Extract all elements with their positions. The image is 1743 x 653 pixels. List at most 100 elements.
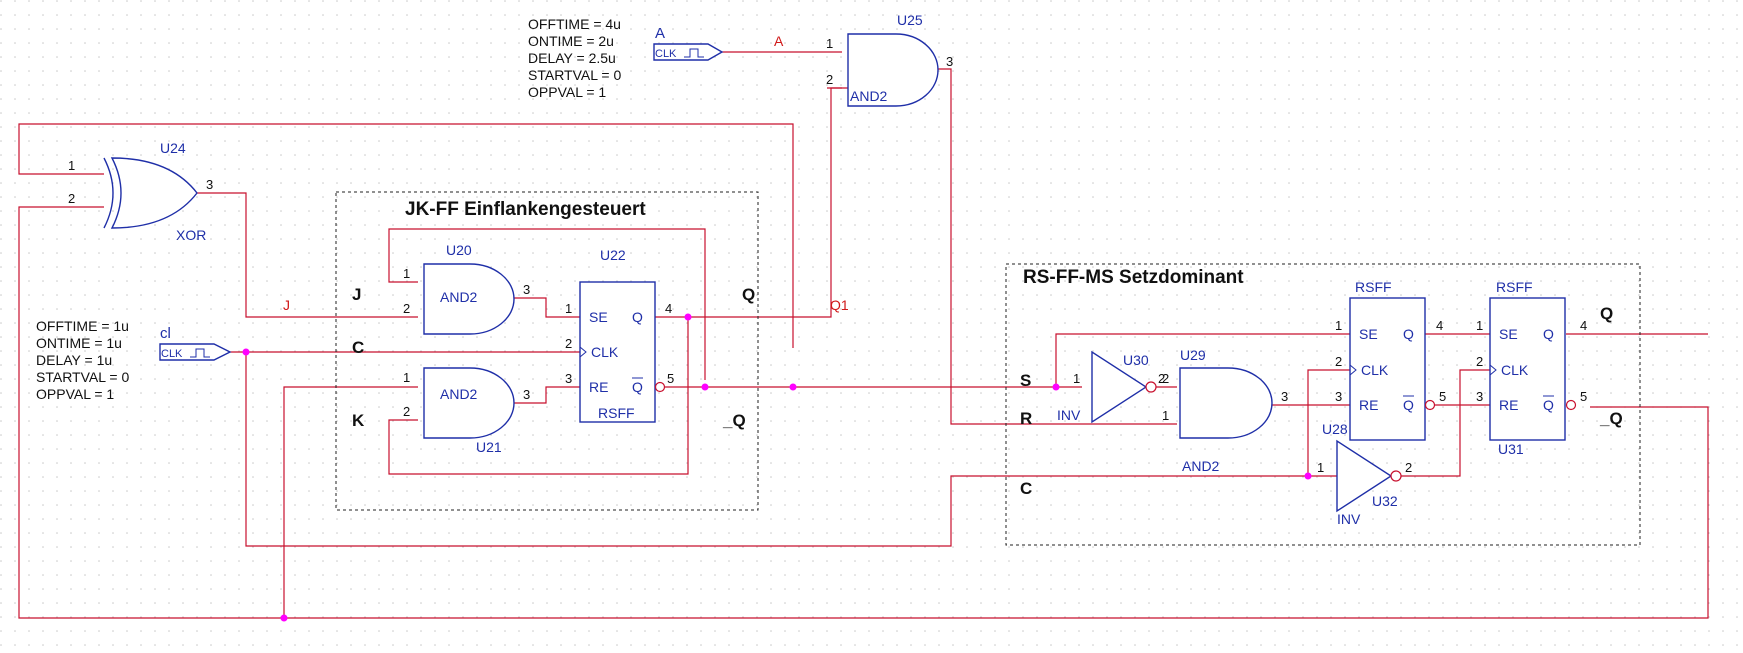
stimulus-cl-param: DELAY = 1u bbox=[36, 352, 112, 368]
port-q2: Q bbox=[1600, 304, 1613, 323]
inverter-u30[interactable]: U30 INV 1 2 bbox=[1057, 350, 1165, 424]
u29-type: AND2 bbox=[1182, 458, 1220, 474]
wire-cl-to-c2 bbox=[245, 352, 1308, 547]
stimulus-cl-name: cl bbox=[160, 325, 171, 342]
u28-pin4: 4 bbox=[1436, 318, 1443, 333]
u24-xor-back bbox=[103, 157, 114, 229]
u22-pin4: 4 bbox=[665, 301, 672, 316]
u20-pin1: 1 bbox=[403, 266, 410, 281]
gate-u29[interactable]: U29 AND2 2 1 3 bbox=[1162, 347, 1288, 474]
flipflop-u28[interactable]: RSFF U28 SE CLK RE Q Q 1 2 3 4 5 bbox=[1322, 279, 1446, 441]
u31-re: RE bbox=[1499, 397, 1518, 413]
gate-u25[interactable]: U25 AND2 1 2 3 bbox=[826, 12, 953, 107]
u22-pin2: 2 bbox=[565, 336, 572, 351]
u28-qbar: Q bbox=[1403, 397, 1414, 413]
wire-u20-se bbox=[514, 297, 580, 318]
u31-pin3: 3 bbox=[1476, 389, 1483, 404]
stimulus-cl-param: OPPVAL = 1 bbox=[36, 386, 114, 402]
u20-and-body bbox=[423, 263, 515, 335]
stimulus-a-clk: CLK bbox=[655, 48, 677, 60]
wire-u32-u31clk bbox=[1398, 369, 1490, 477]
port-j: J bbox=[352, 285, 361, 304]
u30-type: INV bbox=[1057, 407, 1081, 423]
junction-dot bbox=[701, 383, 709, 391]
u28-body bbox=[1349, 297, 1426, 441]
stimulus-a-param: OPPVAL = 1 bbox=[528, 84, 606, 100]
flipflop-u22[interactable]: U22 RSFF SE CLK RE Q Q 1 2 3 4 5 bbox=[565, 247, 674, 423]
u29-pin2: 2 bbox=[1162, 371, 1169, 386]
u28-re: RE bbox=[1359, 397, 1378, 413]
jk-ff-frame bbox=[335, 191, 759, 511]
clock-edge-icon bbox=[1349, 364, 1357, 376]
stimulus-cl-param: OFFTIME = 1u bbox=[36, 318, 129, 334]
net-label-q1: Q1 bbox=[830, 297, 849, 313]
u24-pin2: 2 bbox=[68, 191, 75, 206]
u22-re: RE bbox=[589, 379, 608, 395]
u22-clk: CLK bbox=[591, 344, 619, 360]
stimulus-cl[interactable]: CLK cl bbox=[159, 325, 232, 361]
wire-s-u28se bbox=[1055, 333, 1350, 387]
wire-net-j bbox=[197, 192, 418, 318]
u25-pin2: 2 bbox=[826, 72, 833, 87]
u31-clk: CLK bbox=[1501, 362, 1529, 378]
u31-pin1: 1 bbox=[1476, 318, 1483, 333]
wire-c-u28clk bbox=[1307, 369, 1350, 476]
junction-dot bbox=[1052, 383, 1060, 391]
u31-pin5: 5 bbox=[1580, 389, 1587, 404]
u21-pin1: 1 bbox=[403, 370, 410, 385]
stimulus-cl-clk: CLK bbox=[161, 348, 183, 360]
u22-pin1: 1 bbox=[565, 301, 572, 316]
u20-ref: U20 bbox=[446, 242, 472, 258]
u28-ref: U28 bbox=[1322, 421, 1348, 437]
junction-dot bbox=[1304, 472, 1312, 480]
u29-pin1: 1 bbox=[1162, 408, 1169, 423]
u31-ref: U31 bbox=[1498, 441, 1524, 457]
stimulus-a-params: OFFTIME = 4u ONTIME = 2u DELAY = 2.5u ST… bbox=[528, 16, 621, 100]
u28-pin1: 1 bbox=[1335, 318, 1342, 333]
stimulus-a-param: DELAY = 2.5u bbox=[528, 50, 616, 66]
stimulus-cl-body bbox=[159, 343, 232, 361]
u28-qbar-bubble bbox=[1424, 399, 1436, 411]
flipflop-u31[interactable]: RSFF U31 SE CLK RE Q Q 1 2 3 4 5 bbox=[1476, 279, 1587, 457]
junction-dot bbox=[242, 348, 250, 356]
junctions bbox=[242, 313, 1312, 622]
u21-pin2: 2 bbox=[403, 404, 410, 419]
u28-clk: CLK bbox=[1361, 362, 1389, 378]
stimulus-a[interactable]: CLK A bbox=[653, 25, 724, 61]
u24-xor-body bbox=[110, 157, 198, 229]
port-s: S bbox=[1020, 371, 1031, 390]
u32-body bbox=[1336, 439, 1393, 513]
gate-u20[interactable]: U20 AND2 1 2 3 bbox=[403, 242, 530, 335]
u28-pin2: 2 bbox=[1335, 354, 1342, 369]
inverter-u32[interactable]: U32 INV 1 2 bbox=[1317, 439, 1412, 527]
stimulus-cl-params: OFFTIME = 1u ONTIME = 1u DELAY = 1u STAR… bbox=[36, 318, 129, 402]
stimulus-cl-param: ONTIME = 1u bbox=[36, 335, 122, 351]
u22-type: RSFF bbox=[598, 405, 635, 421]
stimulus-a-param: STARTVAL = 0 bbox=[528, 67, 621, 83]
u31-qbar-bubble bbox=[1565, 399, 1577, 411]
u30-bubble bbox=[1145, 381, 1157, 393]
port-c: C bbox=[352, 338, 364, 357]
wire-bottom-loop bbox=[18, 206, 1709, 619]
clock-edge-icon bbox=[1489, 364, 1497, 376]
u28-q: Q bbox=[1403, 326, 1414, 342]
u31-type: RSFF bbox=[1496, 279, 1533, 295]
port-q: Q bbox=[742, 285, 755, 304]
net-label-a: A bbox=[774, 33, 784, 49]
u24-pin1: 1 bbox=[68, 158, 75, 173]
stimulus-a-name: A bbox=[655, 25, 665, 42]
u32-ref: U32 bbox=[1372, 493, 1398, 509]
gate-u21[interactable]: U21 AND2 1 2 3 bbox=[403, 367, 530, 455]
u31-pin2: 2 bbox=[1476, 354, 1483, 369]
u31-q: Q bbox=[1543, 326, 1554, 342]
port-c2: C bbox=[1020, 479, 1032, 498]
u25-pin3: 3 bbox=[946, 54, 953, 69]
u28-pin3: 3 bbox=[1335, 389, 1342, 404]
u30-pin1: 1 bbox=[1073, 371, 1080, 386]
junction-dot bbox=[280, 614, 288, 622]
gate-u24[interactable]: U24 XOR 1 2 3 bbox=[68, 140, 213, 243]
u24-ref: U24 bbox=[160, 140, 186, 156]
